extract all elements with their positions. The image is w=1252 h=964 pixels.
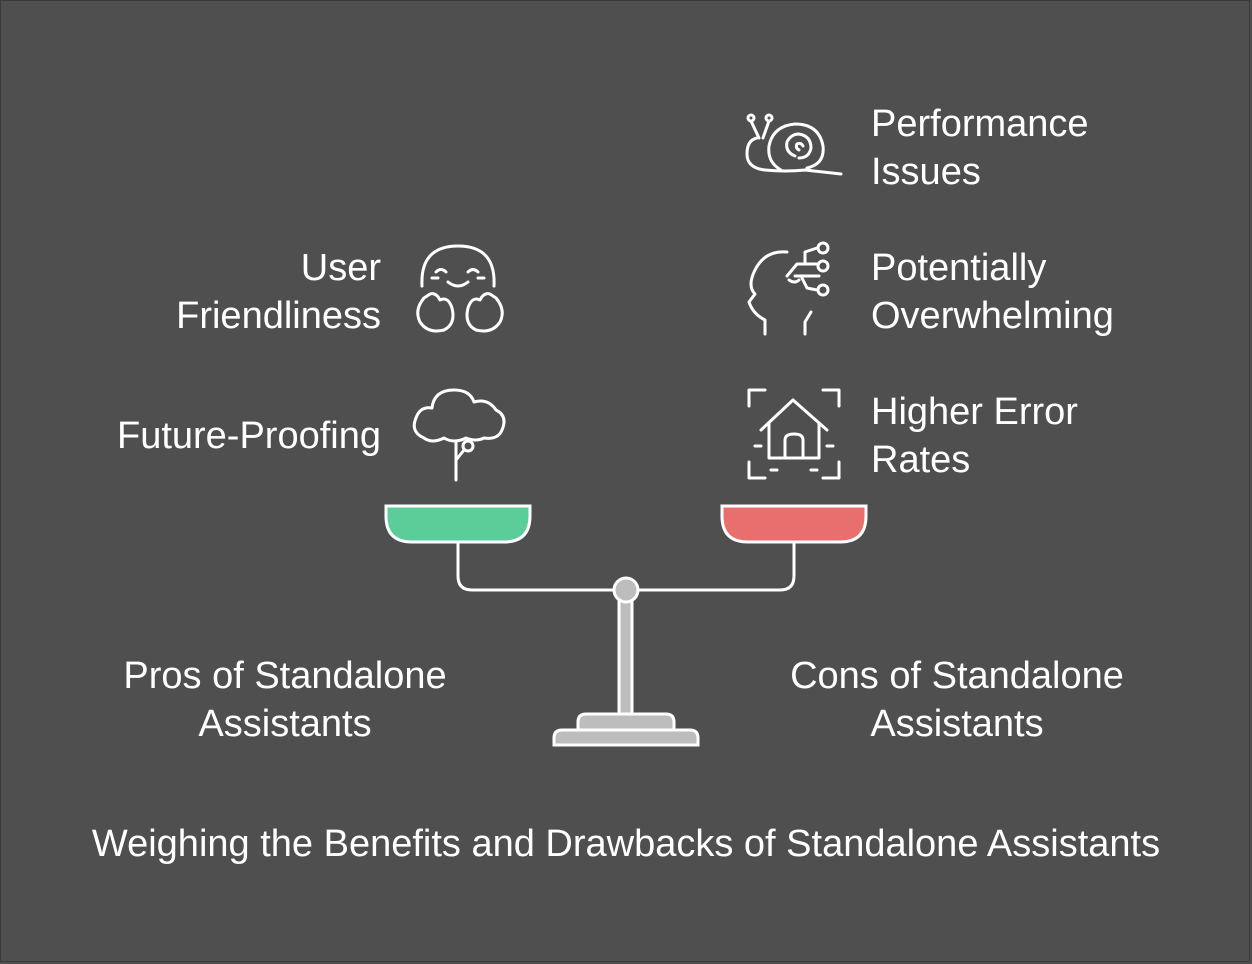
scale-base (552, 728, 700, 747)
pro-user-friendliness-label: User Friendliness (176, 247, 381, 337)
snail-icon (745, 112, 845, 182)
pros-heading: Pros of Standalone Assistants (123, 655, 447, 745)
scale-base-top (576, 712, 676, 732)
cons-pan (720, 504, 868, 544)
pros-pan (384, 504, 532, 544)
con-performance-issues-label: Performance Issues (871, 103, 1089, 193)
pro-future-proofing-label: Future-Proofing (116, 415, 381, 457)
scale-pole (617, 596, 634, 718)
con-potentially-overwhelming-label: Potentially Overwhelming (871, 247, 1114, 337)
con-higher-error-rates-label: Higher Error Rates (871, 391, 1078, 481)
growing-tree-icon (410, 386, 510, 484)
diagram-title: Weighing the Benefits and Drawbacks of S… (91, 823, 1161, 865)
scale-pivot (612, 576, 640, 604)
head-circuit-icon (745, 240, 845, 340)
cons-heading: Cons of Standalone Assistants (790, 655, 1124, 745)
smiling-face-icon (410, 242, 510, 338)
house-scan-icon (745, 386, 843, 482)
